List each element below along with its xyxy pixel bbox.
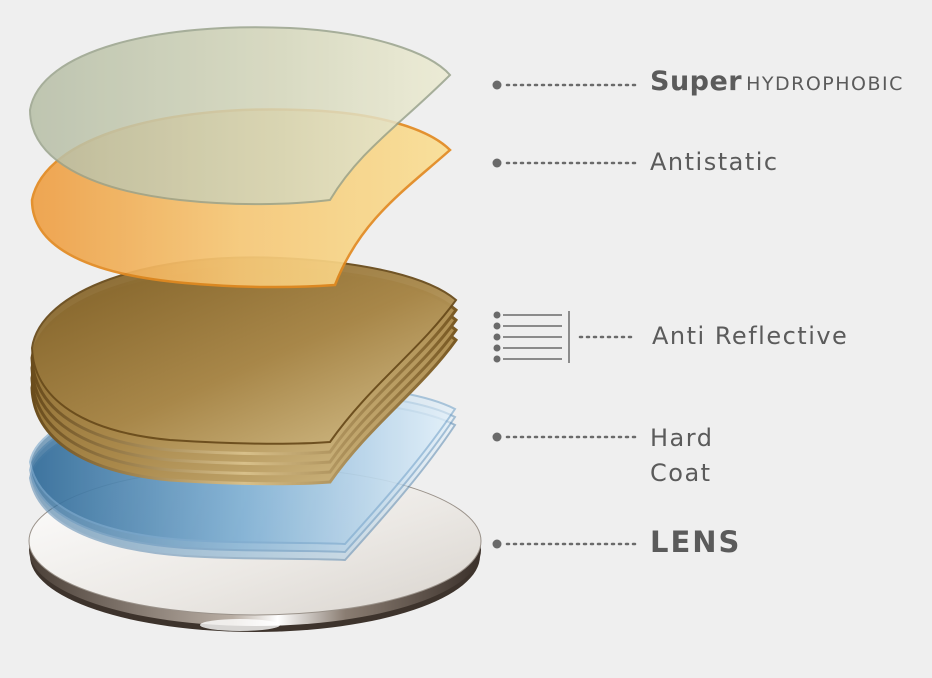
label-hydrophobic: HYDROPHOBIC — [746, 73, 904, 95]
lens-connector — [492, 539, 638, 549]
hydrophobic-layer — [28, 26, 452, 206]
label-anti-reflective: Anti Reflective — [652, 322, 849, 350]
antistatic-connector — [492, 158, 638, 168]
multi-layer-icon — [493, 311, 570, 363]
label-coat: Coat — [650, 459, 712, 487]
anti-reflective-connector — [493, 311, 638, 363]
hard-coat-connector — [492, 432, 638, 442]
label-antistatic: Antistatic — [650, 148, 779, 176]
hydrophobic-connector — [492, 80, 638, 90]
label-super: Super — [650, 66, 743, 97]
label-lens: LENS — [650, 525, 742, 559]
anti-reflective-layer — [30, 256, 459, 486]
label-hard: Hard — [650, 424, 714, 452]
